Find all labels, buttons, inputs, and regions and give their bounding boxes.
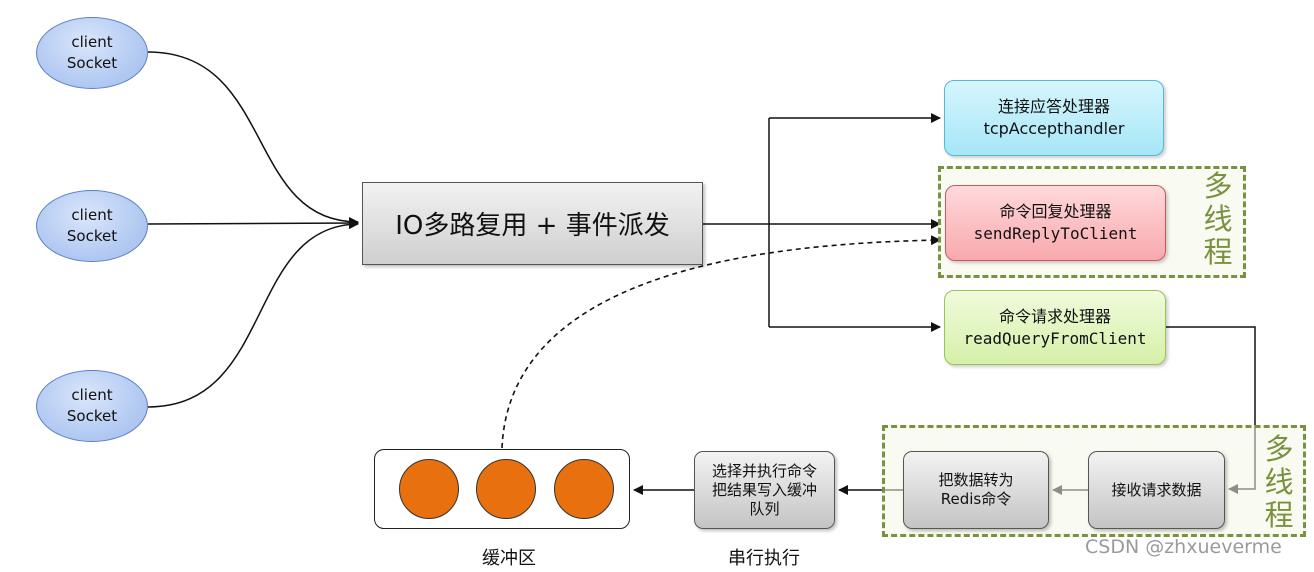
client-socket-2-line2: Socket: [66, 227, 118, 245]
buffer-caption: 缓冲区: [482, 548, 536, 569]
multithread-label-2-char2: 线: [1264, 465, 1294, 499]
client-socket-2-line1: client: [71, 206, 113, 224]
client-socket-3: client Socket: [36, 370, 148, 442]
convert-step-line1: 把数据转为: [938, 471, 1014, 489]
query-handler-name: 命令请求处理器: [998, 306, 1111, 326]
reply-handler-func: sendReplyToClient: [973, 224, 1138, 243]
accept-handler-func: tcpAccepthandler: [983, 119, 1125, 138]
serial-execution-caption: 串行执行: [728, 548, 800, 569]
multithread-label-1-char1: 多: [1203, 169, 1233, 203]
execute-step-line3: 队列: [749, 499, 780, 518]
connection-accept-handler: 连接应答处理器 tcpAccepthandler: [944, 80, 1164, 156]
reply-handler-name: 命令回复处理器: [999, 202, 1112, 221]
client-socket-1: client Socket: [36, 17, 148, 89]
client3-to-dispatcher-curve: [147, 219, 359, 408]
client-socket-2: client Socket: [36, 190, 148, 262]
command-reply-handler: 命令回复处理器 sendReplyToClient: [945, 185, 1166, 261]
client-socket-3-line2: Socket: [66, 407, 118, 425]
execute-step-line1: 选择并执行命令: [711, 461, 817, 480]
client-socket-1-line2: Socket: [66, 54, 118, 72]
buffer-item-3: [554, 459, 614, 519]
client-socket-1-line1: client: [71, 33, 113, 51]
client-socket-3-line1: client: [71, 386, 113, 404]
client1-to-dispatcher-curve: [147, 51, 359, 227]
client2-to-dispatcher-line: [147, 218, 359, 229]
io-multiplexing-dispatcher: IO多路复用 + 事件派发: [362, 182, 703, 265]
buffer-to-reply-dashed-curve: [501, 235, 941, 449]
execute-step-line2: 把结果写入缓冲: [711, 480, 817, 499]
multithread-label-2-char3: 程: [1264, 498, 1294, 532]
receive-request-data-step: 接收请求数据: [1088, 451, 1225, 529]
multithread-label-2-char1: 多: [1264, 432, 1294, 466]
receive-step-label: 接收请求数据: [1111, 480, 1202, 499]
convert-to-redis-command-step: 把数据转为 Redis命令: [903, 451, 1049, 529]
buffer-item-1: [399, 459, 459, 519]
multithread-label-1-char2: 线: [1203, 202, 1233, 236]
output-buffer: [374, 449, 630, 529]
multithread-label-1: 多 线 程: [1201, 170, 1235, 269]
buffer-item-2: [476, 459, 536, 519]
dispatcher-label: IO多路复用 + 事件派发: [395, 211, 670, 241]
query-handler-func: readQueryFromClient: [963, 328, 1147, 348]
multithread-label-2: 多 线 程: [1262, 433, 1296, 532]
multithread-label-1-char3: 程: [1203, 235, 1233, 269]
convert-step-line2: Redis命令: [940, 490, 1012, 508]
command-request-handler: 命令请求处理器 readQueryFromClient: [944, 290, 1166, 365]
accept-handler-name: 连接应答处理器: [997, 97, 1110, 116]
csdn-watermark: CSDN @zhxueverme: [1085, 536, 1282, 558]
execute-command-step: 选择并执行命令 把结果写入缓冲 队列: [694, 451, 835, 529]
